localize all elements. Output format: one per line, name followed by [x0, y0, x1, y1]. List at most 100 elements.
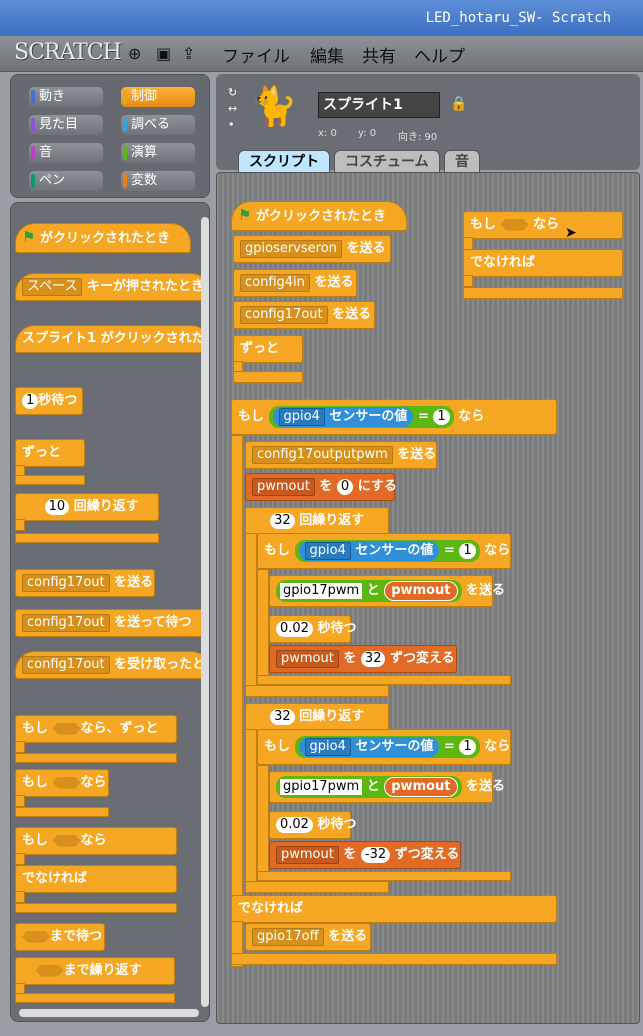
broadcast-block[interactable]: gpioservseron を送る	[233, 235, 391, 263]
key-dropdown[interactable]: スペース	[22, 278, 83, 296]
variable-reporter[interactable]: pwmout	[384, 777, 458, 797]
message-dropdown[interactable]: config17outputpwm	[252, 446, 393, 464]
message-dropdown[interactable]: config17out	[240, 306, 328, 324]
sensor-value-reporter[interactable]: gpio4 センサーの値	[298, 737, 440, 757]
condition-slot[interactable]	[500, 218, 529, 231]
sensor-value-reporter[interactable]: gpio4 センサーの値	[298, 541, 440, 561]
palette-if-forever[interactable]: もし なら、ずっと	[15, 715, 177, 743]
palette-when-sprite-clicked[interactable]: スプライト1 がクリックされたとき	[15, 325, 209, 353]
variable-dropdown[interactable]: pwmout	[276, 650, 339, 668]
value-input[interactable]: 1	[433, 409, 450, 425]
sensor-dropdown[interactable]: gpio4	[278, 408, 325, 426]
category-motion[interactable]: 動き	[29, 87, 103, 107]
change-variable-block[interactable]: pwmout を 32 ずつ変える	[269, 645, 457, 673]
tab-scripts[interactable]: スクリプト	[238, 150, 330, 174]
variable-dropdown[interactable]: pwmout	[252, 478, 315, 496]
message-dropdown[interactable]: gpio17off	[252, 928, 324, 946]
number-input[interactable]: 1	[22, 393, 39, 409]
message-dropdown[interactable]: config17out	[22, 574, 110, 592]
palette-when-receive[interactable]: config17out を受け取ったとき	[15, 651, 209, 679]
condition-slot[interactable]	[22, 930, 50, 943]
condition-slot[interactable]	[52, 834, 81, 847]
palette-repeat-until[interactable]: まで繰り返す	[15, 957, 175, 985]
broadcast-join-block[interactable]: gpio17pwm と pwmout を送る	[269, 771, 505, 803]
floating-if-else-block[interactable]: もし なら	[463, 211, 623, 239]
menu-share[interactable]: 共有	[362, 47, 396, 67]
message-dropdown[interactable]: gpioservseron	[240, 240, 342, 258]
value-input[interactable]: 32	[360, 651, 386, 667]
share-icon[interactable]: ⇪	[182, 44, 196, 63]
sensor-dropdown[interactable]: gpio4	[304, 542, 351, 560]
broadcast-block[interactable]: config17outputpwm を送る	[245, 441, 437, 469]
palette-horizontal-scrollbar[interactable]	[19, 1009, 199, 1017]
broadcast-block[interactable]: gpio17off を送る	[245, 923, 371, 951]
palette-forever[interactable]: ずっと	[15, 439, 85, 467]
save-icon[interactable]: ▣	[156, 44, 172, 63]
message-dropdown[interactable]: config17out	[22, 656, 110, 674]
palette-when-flag-clicked[interactable]: ⚑ がクリックされたとき	[15, 223, 191, 253]
tab-costumes[interactable]: コスチューム	[334, 150, 440, 174]
palette-broadcast-and-wait[interactable]: config17out を送って待つ	[15, 609, 205, 637]
change-variable-block[interactable]: pwmout を -32 ずつ変える	[269, 841, 461, 869]
no-rotate-icon[interactable]: •	[228, 118, 235, 131]
value-input[interactable]: 1	[459, 543, 476, 559]
repeat-block[interactable]: 32 回繰り返す	[245, 703, 389, 731]
menu-help[interactable]: ヘルプ	[414, 47, 465, 67]
palette-repeat[interactable]: 10 回繰り返す	[15, 493, 159, 521]
condition-slot[interactable]	[35, 964, 64, 977]
wait-block[interactable]: 0.02 秒待つ	[269, 615, 357, 643]
category-sound[interactable]: 音	[29, 143, 103, 163]
join-operator[interactable]: gpio17pwm と pwmout	[276, 580, 462, 602]
number-input[interactable]: 32	[270, 513, 295, 529]
broadcast-join-block[interactable]: gpio17pwm と pwmout を送る	[269, 575, 505, 607]
equals-operator[interactable]: gpio4 センサーの値 = 1	[294, 736, 480, 758]
number-input[interactable]: 10	[44, 499, 70, 515]
palette-broadcast[interactable]: config17out を送る	[15, 569, 155, 597]
forever-block[interactable]: ずっと	[233, 335, 303, 363]
join-operator[interactable]: gpio17pwm と pwmout	[276, 776, 462, 798]
palette-if[interactable]: もし なら	[15, 769, 109, 797]
number-input[interactable]: 0.02	[276, 621, 313, 637]
message-dropdown[interactable]: config4in	[240, 274, 310, 292]
value-input[interactable]: -32	[360, 847, 391, 863]
sensor-value-reporter[interactable]: gpio4 センサーの値	[272, 407, 414, 427]
variable-dropdown[interactable]: pwmout	[276, 846, 339, 864]
menu-edit[interactable]: 編集	[310, 47, 344, 67]
number-input[interactable]: 32	[270, 709, 295, 725]
message-dropdown[interactable]: config17out	[22, 614, 110, 632]
equals-operator[interactable]: gpio4 センサーの値 = 1	[268, 406, 454, 428]
text-input[interactable]: gpio17pwm	[280, 779, 363, 795]
rotate-style-icon[interactable]: ↻	[228, 86, 238, 99]
if-block[interactable]: もし gpio4 センサーの値 = 1 なら	[257, 533, 511, 569]
menu-file[interactable]: ファイル	[222, 47, 290, 67]
value-input[interactable]: 0	[336, 479, 354, 495]
wait-block[interactable]: 0.02 秒待つ	[269, 811, 357, 839]
if-else-block[interactable]: もし gpio4 センサーの値 = 1 なら	[231, 399, 557, 435]
condition-slot[interactable]	[52, 776, 81, 789]
text-input[interactable]: gpio17pwm	[280, 583, 363, 599]
broadcast-block[interactable]: config17out を送る	[233, 301, 375, 329]
palette-when-key-pressed[interactable]: スペース キーが押されたとき	[15, 273, 209, 301]
when-flag-clicked-block[interactable]: ⚑ がクリックされたとき	[231, 201, 407, 231]
globe-icon[interactable]: ⊕	[128, 44, 142, 63]
sprite-name-field[interactable]: スプライト1	[318, 92, 440, 118]
equals-operator[interactable]: gpio4 センサーの値 = 1	[294, 540, 480, 562]
condition-slot[interactable]	[52, 722, 81, 735]
category-operators[interactable]: 演算	[121, 143, 195, 163]
palette-vertical-scrollbar[interactable]	[201, 217, 209, 1007]
repeat-block[interactable]: 32 回繰り返す	[245, 507, 389, 535]
category-sensing[interactable]: 調べる	[121, 115, 195, 135]
palette-if-else[interactable]: もし なら	[15, 827, 177, 855]
palette-wait-until[interactable]: まで待つ	[15, 923, 105, 951]
broadcast-block[interactable]: config4in を送る	[233, 269, 357, 297]
category-looks[interactable]: 見た目	[29, 115, 103, 135]
lock-icon[interactable]: 🔒	[450, 96, 468, 112]
value-input[interactable]: 1	[459, 739, 476, 755]
category-control[interactable]: 制御	[121, 87, 195, 107]
set-variable-block[interactable]: pwmout を 0 にする	[245, 473, 397, 501]
if-block[interactable]: もし gpio4 センサーの値 = 1 なら	[257, 729, 511, 765]
category-variables[interactable]: 変数	[121, 171, 195, 191]
sensor-dropdown[interactable]: gpio4	[304, 738, 351, 756]
tab-sounds[interactable]: 音	[444, 150, 480, 174]
